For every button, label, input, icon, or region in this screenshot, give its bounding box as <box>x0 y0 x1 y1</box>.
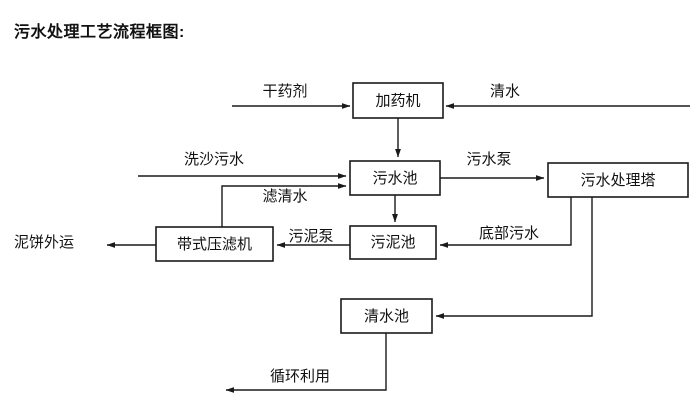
page-title: 污水处理工艺流程框图: <box>14 24 185 41</box>
edge-label-sewage-pump: 污水泵 <box>466 151 511 168</box>
edge-recycle-use-output <box>225 333 387 394</box>
edge-label-sand-wash-sewage: 洗沙污水 <box>184 151 244 168</box>
node-label-dosing-machine: 加药机 <box>375 92 420 109</box>
edge-label-clean-water: 清水 <box>490 83 520 100</box>
node-belt-filter[interactable] <box>155 226 274 262</box>
node-sewage-pool[interactable] <box>349 160 441 196</box>
node-dosing-machine[interactable] <box>352 82 444 119</box>
node-label-sewage-pool: 污水池 <box>372 170 417 187</box>
edge-label-sludge-pump: 污泥泵 <box>288 228 333 245</box>
edge-bottom-sewage-to-sludge-pool <box>439 197 572 249</box>
node-label-belt-filter: 带式压滤机 <box>177 236 252 253</box>
node-clearwater-pool[interactable] <box>340 298 433 334</box>
edge-label-bottom-sewage: 底部污水 <box>479 225 539 242</box>
edge-filtrate-to-sewage-pool <box>221 182 347 227</box>
node-label-sludge-pool: 污泥池 <box>370 234 415 251</box>
node-sludge-pool[interactable] <box>349 225 437 260</box>
node-label-clearwater-pool: 清水池 <box>364 308 409 325</box>
edge-label-recycle-use: 循环利用 <box>270 368 330 385</box>
terminal-label-mud-cake-out: 泥饼外运 <box>14 234 74 251</box>
edge-label-dry-reagent: 干药剂 <box>262 83 307 100</box>
edge-treatment-tower-to-clearwater-pool <box>435 197 593 320</box>
edge-label-filtrate: 滤清水 <box>262 188 307 205</box>
node-treatment-tower[interactable] <box>547 162 689 198</box>
node-label-treatment-tower: 污水处理塔 <box>580 172 655 189</box>
